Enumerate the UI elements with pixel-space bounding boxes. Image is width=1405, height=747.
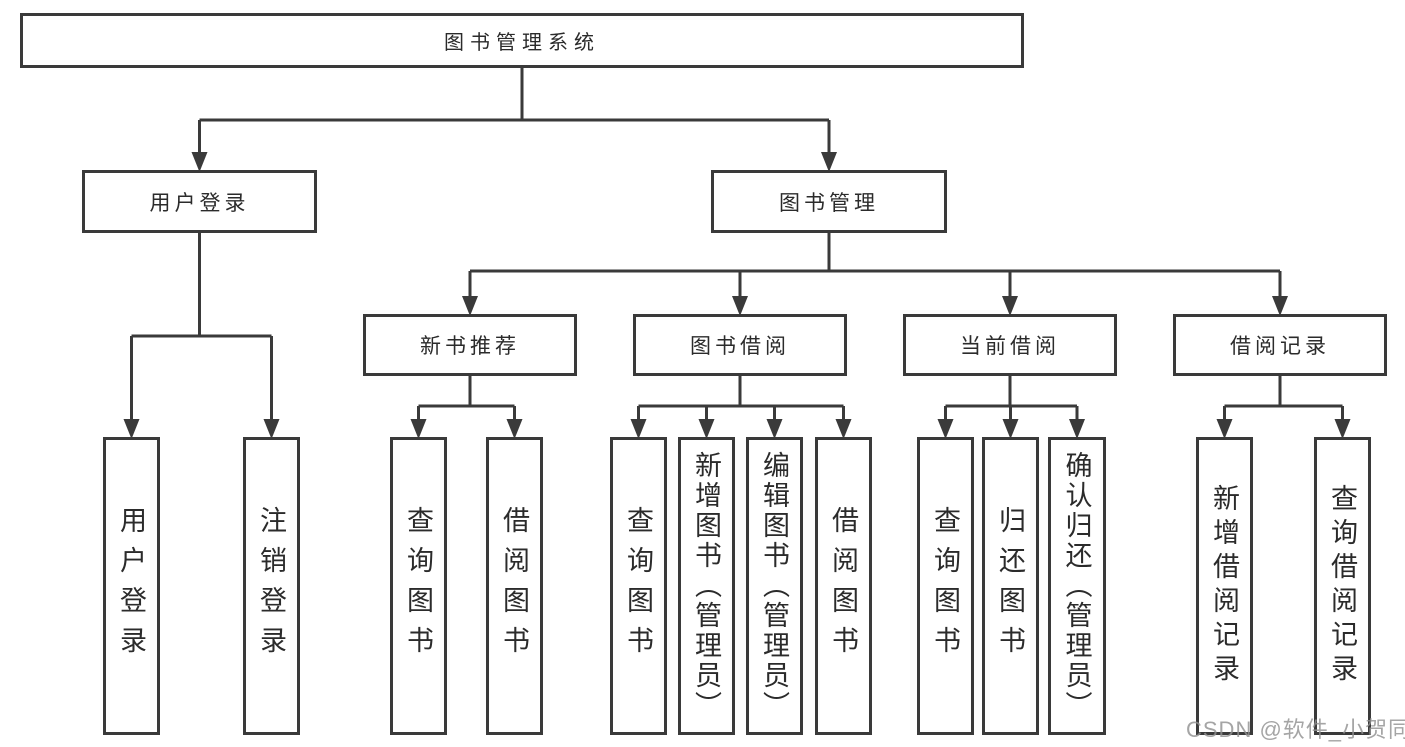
arrowhead-icon bbox=[462, 296, 478, 316]
connector bbox=[944, 375, 1079, 421]
connector bbox=[417, 375, 516, 421]
arrowhead-icon bbox=[123, 419, 140, 439]
arrowhead-icon bbox=[766, 419, 783, 439]
node-current-borrow: 当前借阅 bbox=[903, 314, 1117, 376]
arrowhead-icon bbox=[506, 419, 523, 439]
connector bbox=[468, 232, 1282, 298]
node-borrow-records: 借阅记录 bbox=[1173, 314, 1387, 376]
arrowhead-icon bbox=[1216, 419, 1233, 439]
watermark: CSDN @软件_小贺同学 bbox=[1186, 717, 1405, 742]
arrowhead-icon bbox=[1069, 419, 1085, 439]
connector bbox=[637, 375, 845, 421]
arrowhead-icon bbox=[732, 296, 748, 316]
node-leaf-add-book-admin: 新增图书（管理员） bbox=[678, 437, 735, 735]
arrowhead-icon bbox=[191, 152, 208, 172]
node-leaf-borrow-book-borrow: 借阅图书 bbox=[815, 437, 872, 735]
arrowhead-icon bbox=[698, 419, 715, 439]
arrowhead-icon bbox=[410, 419, 427, 439]
node-leaf-query-borrow-record: 查询借阅记录 bbox=[1314, 437, 1371, 735]
node-leaf-query-book-borrow: 查询图书 bbox=[610, 437, 667, 735]
node-leaf-edit-book-admin: 编辑图书（管理员） bbox=[746, 437, 803, 735]
node-leaf-return-book: 归还图书 bbox=[982, 437, 1039, 735]
node-user-login: 用户登录 bbox=[82, 170, 317, 233]
node-book-mgmt: 图书管理 bbox=[711, 170, 947, 233]
arrowhead-icon bbox=[263, 419, 280, 439]
arrowhead-icon bbox=[1334, 419, 1351, 439]
node-leaf-borrow-book-recommend: 借阅图书 bbox=[486, 437, 543, 735]
arrowhead-icon bbox=[937, 419, 954, 439]
node-root: 图书管理系统 bbox=[20, 13, 1024, 68]
connector bbox=[198, 67, 831, 154]
node-leaf-add-borrow-record: 新增借阅记录 bbox=[1196, 437, 1253, 735]
arrowhead-icon bbox=[821, 152, 837, 172]
node-leaf-query-book-current: 查询图书 bbox=[917, 437, 974, 735]
arrowhead-icon bbox=[835, 419, 852, 439]
arrowhead-icon bbox=[1272, 296, 1288, 316]
node-leaf-logout: 注销登录 bbox=[243, 437, 300, 735]
arrowhead-icon bbox=[1002, 296, 1018, 316]
node-leaf-confirm-return-admin: 确认归还（管理员） bbox=[1048, 437, 1106, 735]
connector bbox=[130, 232, 273, 421]
node-book-borrow: 图书借阅 bbox=[633, 314, 847, 376]
connector bbox=[1223, 375, 1344, 421]
node-leaf-user-login: 用户登录 bbox=[103, 437, 160, 735]
node-new-book-recommend: 新书推荐 bbox=[363, 314, 577, 376]
arrowhead-icon bbox=[1002, 419, 1019, 439]
node-leaf-query-book-recommend: 查询图书 bbox=[390, 437, 447, 735]
arrowhead-icon bbox=[630, 419, 647, 439]
